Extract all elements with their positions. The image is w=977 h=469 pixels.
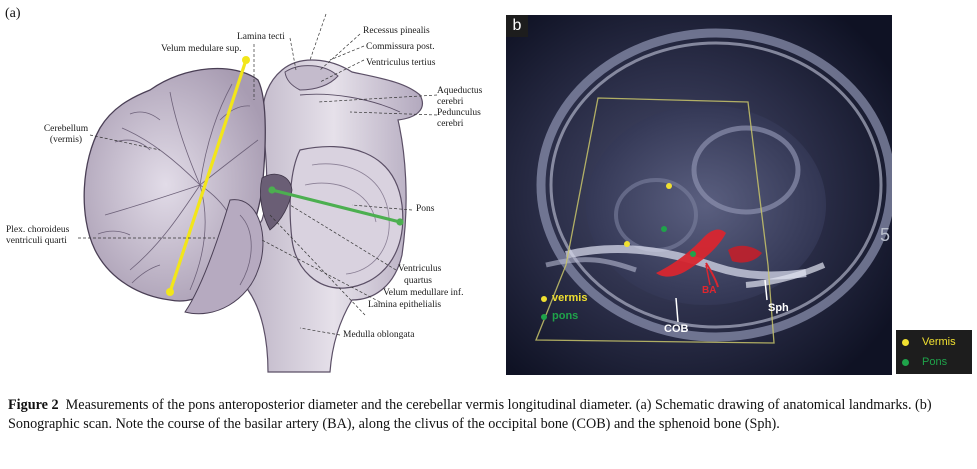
ultrasound-image [506,15,892,375]
label-lamina-epithelialis: Lamina epithelialis [368,300,442,310]
label-pedunculus-cerebri: cerebri [437,119,464,129]
panel-a-letter: (a) [5,6,21,21]
label-aqueductus: Aqueductus [437,86,483,96]
scan-legend-pons: pons [552,310,579,322]
label-recessus-pinealis: Recessus pinealis [363,26,430,36]
legend-label-vermis: Vermis [922,336,956,348]
label-pedunculus: Pedunculus [437,108,481,118]
label-cerebellum: Cerebellum [43,124,89,134]
legend-dot-pons [902,359,909,366]
label-medulla-oblongata: Medulla oblongata [343,330,415,340]
label-velum-sup: Velum medulare sup. [161,44,242,54]
label-quartus: quartus [404,276,432,286]
anatomy-illustration [78,13,438,373]
vermis-measurement-line [168,59,248,293]
caption-figure-label: Figure 2 [8,397,59,413]
label-aqueductus-cerebri: cerebri [437,97,464,107]
panel-b-sonographic-scan: b vermis pons BA COB Sph 5 [506,15,892,375]
vermis-marker-2 [624,241,630,247]
legend-label-pons: Pons [922,356,948,368]
pons-marker-2 [690,251,696,257]
label-ventriculus-tertius: Ventriculus tertius [366,58,436,68]
label-pons: Pons [416,204,435,214]
panel-b-letter: b [506,15,528,37]
pons-measurement-line [271,188,401,224]
label-lamina-tecti: Lamina tecti [237,32,285,42]
label-plex-choroideus: Plex. choroideus [6,225,70,235]
label-velum-inf: Velum medullare inf. [383,288,464,298]
legend-box: Vermis Pons [896,330,972,374]
label-commissura-post: Commissura post. [366,42,435,52]
legend-dot-vermis [902,339,909,346]
label-ventriculus: Ventriculus [398,264,442,274]
figure-caption: Figure 2 Measurements of the pons antero… [8,396,968,434]
label-ventriculi-quarti: ventriculi quarti [6,236,67,246]
scan-legend-vermis: vermis [552,292,588,304]
panel-a-anatomical-drawing: (a) [0,0,500,380]
label-ba: BA [702,285,717,296]
pons-marker-1 [661,226,667,232]
figure-2: (a) [0,0,972,380]
depth-scale-mark: 5 [879,225,890,245]
label-vermis: (vermis) [49,135,83,145]
label-cob: COB [664,323,689,335]
label-sph: Sph [768,302,789,314]
pons-shape [289,145,404,289]
caption-text: Measurements of the pons anteroposterior… [8,397,932,432]
vermis-marker-1 [666,183,672,189]
